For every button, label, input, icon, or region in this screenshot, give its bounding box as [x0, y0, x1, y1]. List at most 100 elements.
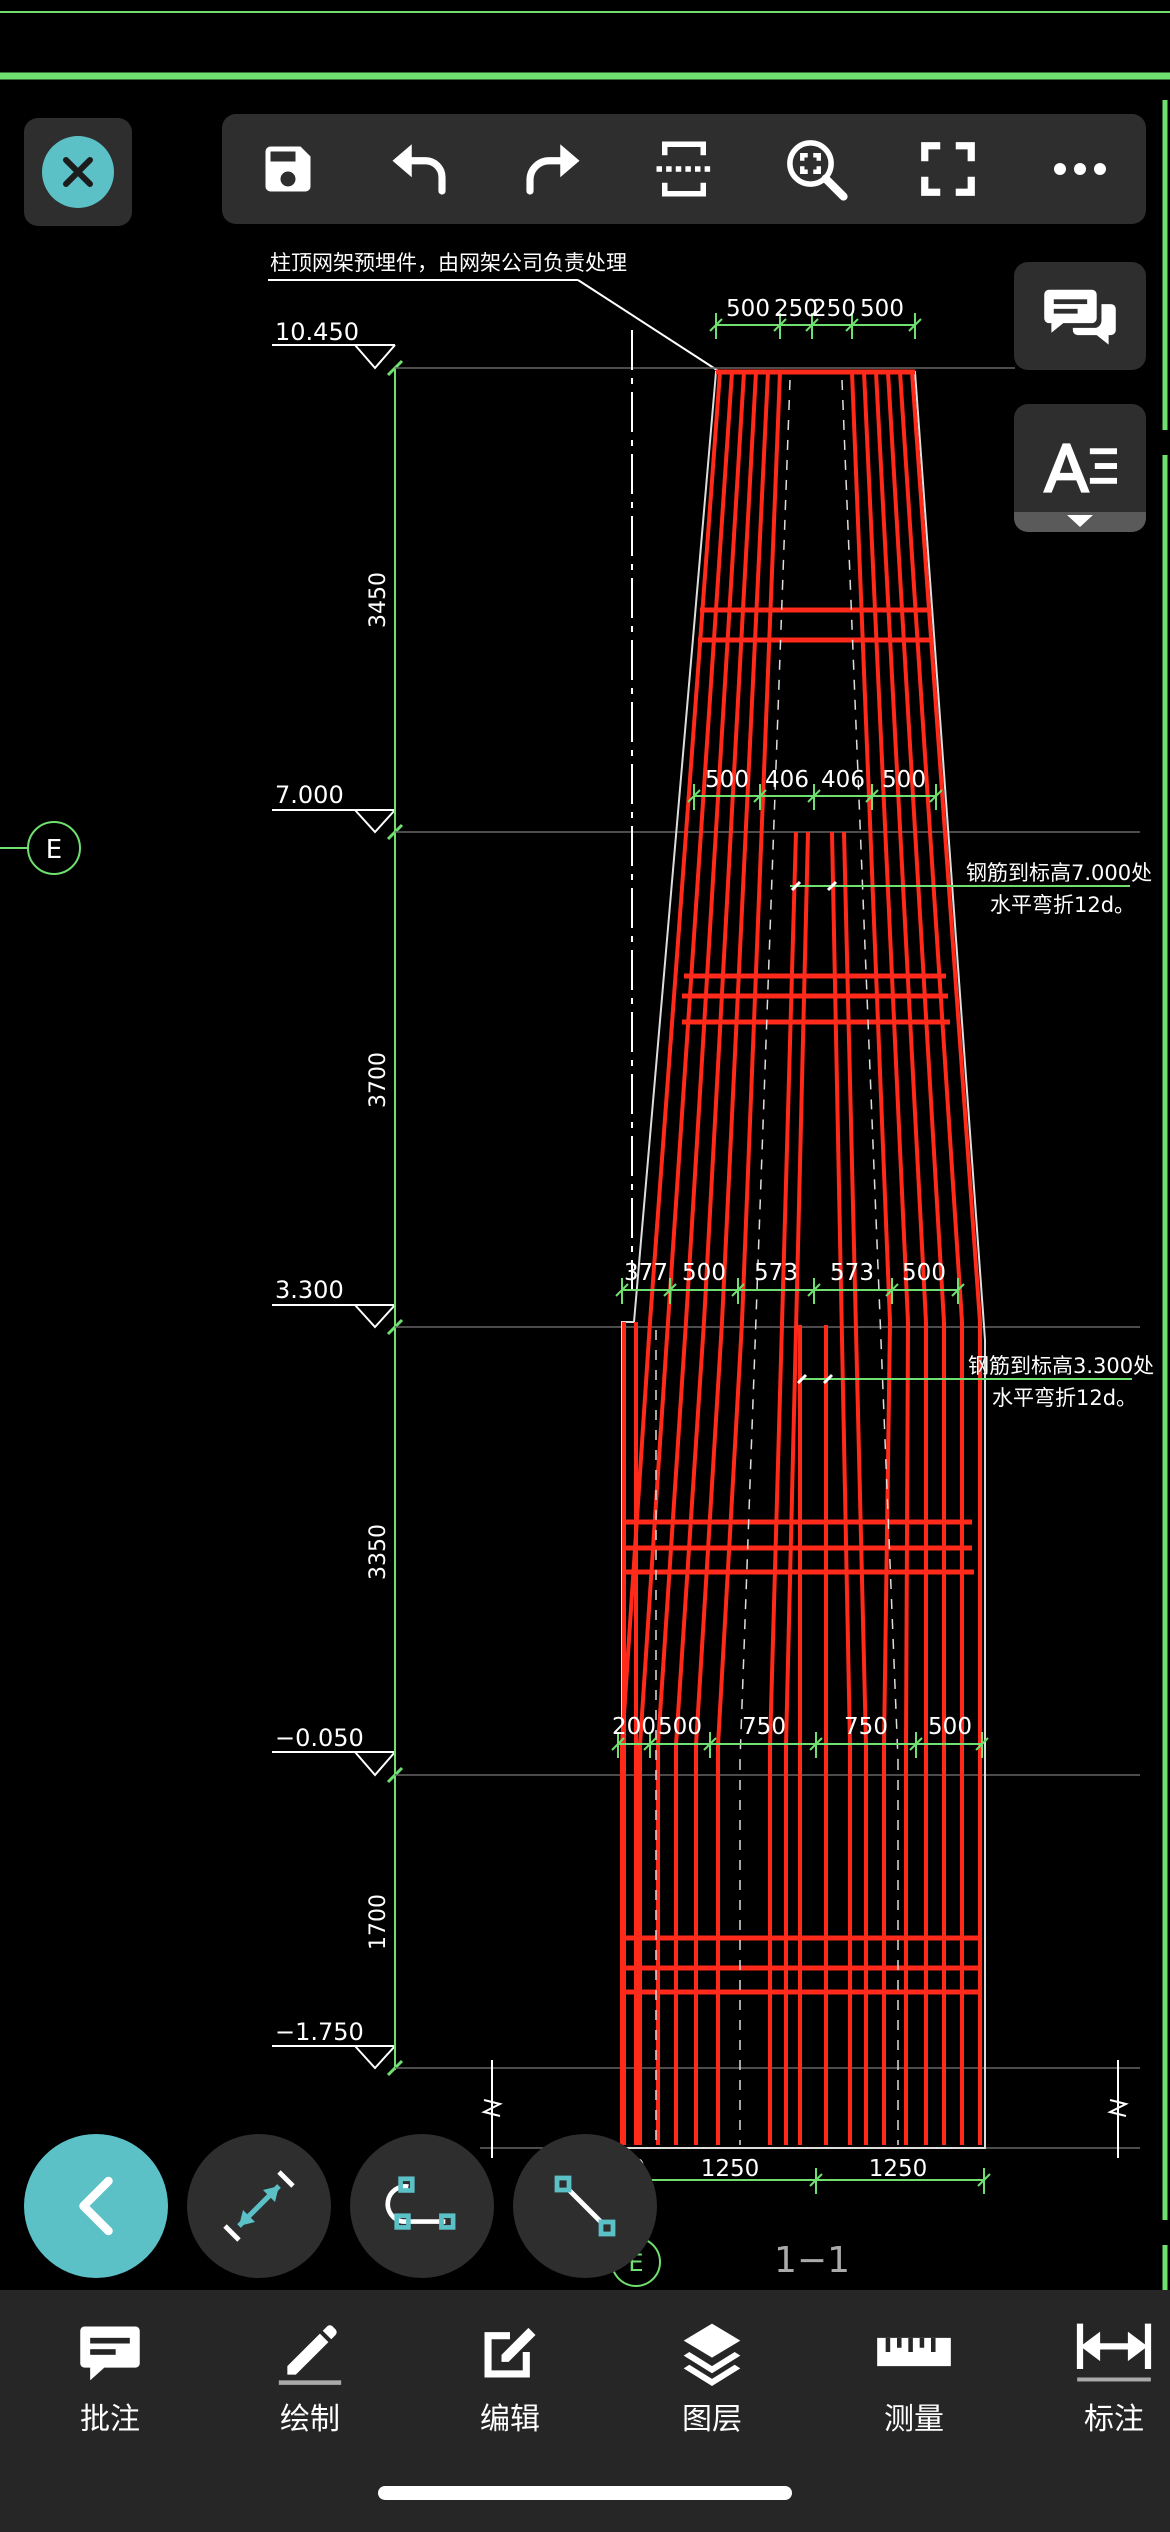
dim-r1-c: 250: [812, 296, 856, 322]
measure-icon: [877, 2337, 951, 2367]
dim-r2-c: 406: [821, 767, 865, 793]
zoom-region-icon: [787, 140, 848, 201]
dim-r2-a: 500: [705, 767, 749, 793]
elevation-7-000: 7.000: [275, 781, 344, 809]
save-button[interactable]: [238, 119, 338, 219]
undo-button[interactable]: [370, 119, 470, 219]
nav-edit[interactable]: 编辑: [430, 2318, 590, 2438]
nav-layers[interactable]: 图层: [632, 2318, 792, 2438]
rebar-bar: [648, 371, 722, 1323]
section-button[interactable]: [634, 119, 734, 219]
rebar-bar: [850, 371, 892, 1323]
dim-r4-c: 750: [742, 1714, 786, 1740]
rebar-bar: [720, 371, 770, 1323]
line-tool[interactable]: [513, 2134, 657, 2278]
dim-r3-b: 500: [682, 1260, 726, 1286]
note-mid1-line2: 水平弯折12d。: [990, 893, 1135, 917]
rebar-bar: [716, 1321, 744, 1746]
nav-annotation[interactable]: 批注: [30, 2318, 190, 2438]
rebar-bar: [768, 831, 798, 1746]
nav-edit-label: 编辑: [480, 2402, 540, 2437]
rebar-bar: [674, 1321, 706, 1746]
nav-measure-label: 测量: [884, 2402, 944, 2437]
comments-button[interactable]: [1014, 262, 1146, 370]
dim-r3-e: 500: [902, 1260, 946, 1286]
height-1700: 1700: [366, 1894, 391, 1950]
dim-r3-d: 573: [830, 1260, 874, 1286]
undo-icon: [392, 144, 446, 195]
elevation-minus-1-750: −1.750: [275, 2018, 364, 2046]
nav-dimension[interactable]: 标注: [1034, 2318, 1170, 2438]
note-top: 柱顶网架预埋件，由网架公司负责处理: [270, 251, 627, 275]
height-3700: 3700: [366, 1052, 391, 1108]
aligned-dimension-tool[interactable]: [187, 2134, 331, 2278]
elevation-10-450: 10.450: [275, 318, 359, 346]
horizontal-dimensions: [611, 313, 991, 2194]
dim-r1-a: 500: [726, 296, 770, 322]
line-icon: [554, 2175, 616, 2237]
dim-r4-b: 500: [658, 1714, 702, 1740]
home-indicator[interactable]: [378, 2486, 792, 2500]
section-icon: [656, 141, 712, 197]
column-outline: [621, 371, 986, 2149]
elevation-3-300: 3.300: [275, 1276, 344, 1304]
dim-r3-c: 573: [754, 1260, 798, 1286]
layers-icon: [683, 2323, 741, 2386]
draw-icon: [278, 2325, 342, 2385]
nav-measure[interactable]: 测量: [834, 2318, 994, 2438]
rebar-bar: [684, 371, 746, 1323]
rebar-bar: [740, 371, 782, 1323]
rebar-bar: [694, 1321, 724, 1746]
elevation-markers: [272, 344, 396, 2070]
rebar-bar: [886, 371, 946, 1323]
close-button[interactable]: [24, 118, 132, 226]
rebar-bar: [874, 371, 928, 1323]
more-button[interactable]: [1030, 119, 1130, 219]
dim-r4-a: 200: [612, 1714, 656, 1740]
dim-r4-d: 750: [844, 1714, 888, 1740]
fullscreen-button[interactable]: [898, 119, 998, 219]
arc-icon: [385, 2176, 456, 2230]
comments-icon: [1044, 289, 1116, 345]
dim-bottom-c: 1250: [869, 2156, 928, 2182]
dimension-icon: [1076, 2323, 1152, 2382]
nav-annotation-label: 批注: [80, 2402, 140, 2437]
more-icon: [1054, 163, 1106, 175]
note-mid1-line1: 钢筋到标高7.000处: [966, 861, 1152, 885]
dim-r3-a: 377: [624, 1260, 668, 1286]
rebar-bar: [656, 1321, 688, 1746]
rebar-bar: [904, 1321, 910, 1746]
text-style-expand[interactable]: [1014, 512, 1146, 532]
dim-r1-b: 250: [774, 296, 818, 322]
fullscreen-icon: [921, 142, 975, 196]
nav-layers-label: 图层: [682, 2402, 742, 2437]
redo-icon: [526, 144, 580, 195]
chevron-down-icon: [1067, 515, 1093, 527]
axis-e-bubble: [27, 821, 81, 875]
dim-r2-d: 500: [882, 767, 926, 793]
nav-draw-label: 绘制: [280, 2402, 340, 2437]
redo-button[interactable]: [502, 119, 602, 219]
zoom-region-button[interactable]: [766, 119, 866, 219]
arc-tool[interactable]: [350, 2134, 494, 2278]
break-marks: [481, 2060, 1129, 2158]
text-style-button[interactable]: [1014, 404, 1146, 532]
note-mid2-line2: 水平弯折12d。: [992, 1386, 1137, 1410]
rebar-bar: [910, 371, 982, 1323]
text-style-icon: [1043, 443, 1117, 493]
edit-icon: [484, 2327, 536, 2378]
rebar-bar: [830, 831, 852, 1746]
back-button[interactable]: [24, 2134, 168, 2278]
top-toolbar: [222, 114, 1146, 224]
bend-marks: [790, 880, 838, 1385]
height-3450: 3450: [366, 572, 391, 628]
close-icon: [42, 136, 114, 208]
chevron-left-icon: [79, 2176, 113, 2236]
rebar-bar: [882, 1321, 892, 1746]
rebar-bar: [784, 831, 810, 1746]
dim-r1-d: 500: [860, 296, 904, 322]
rebar-bar: [702, 371, 758, 1323]
nav-draw[interactable]: 绘制: [230, 2318, 390, 2438]
rebar-bar: [862, 371, 910, 1323]
